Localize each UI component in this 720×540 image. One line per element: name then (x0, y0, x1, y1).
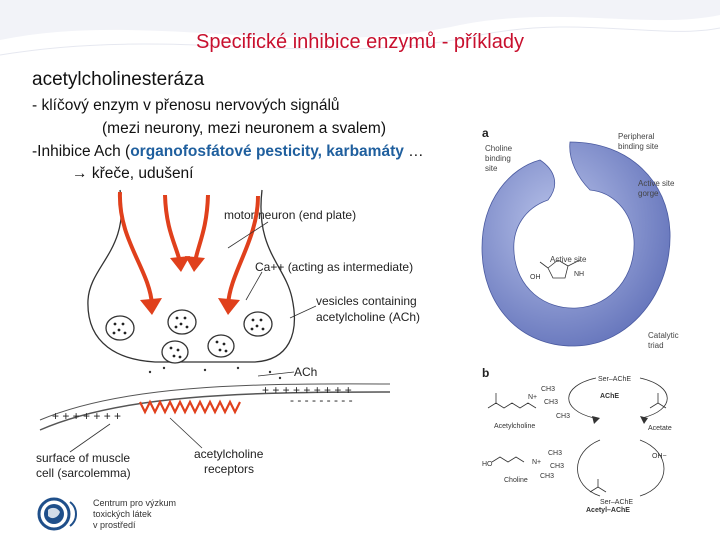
catalytic-label-1: Catalytic (648, 331, 679, 340)
signal-arrow-right-icon (226, 195, 260, 306)
ser-ache-label: Ser–AChE (598, 376, 631, 383)
ache-protein-shape (481, 141, 671, 347)
n-plus-label-2: N+ (532, 459, 541, 466)
logo-line-1: Centrum pro výzkum (93, 498, 177, 508)
motor-neuron-label: motor neuron (end plate) (224, 208, 356, 222)
nh-label: NH (574, 271, 584, 278)
receptors-label-1: acetylcholine (194, 447, 264, 461)
n-plus-label: N+ (528, 394, 537, 401)
arrow-right-icon: → (72, 165, 92, 182)
receptor-zigzag (139, 399, 241, 415)
text-line-3: -Inhibice Ach (organofosfátové pesticity… (32, 143, 424, 161)
recetox-logo-icon (37, 497, 77, 531)
vesicle (105, 309, 273, 364)
charges-left: + + + + + + + (52, 409, 121, 423)
signal-arrow-mid-left-icon (163, 194, 182, 263)
acetate-label: Acetate (648, 425, 672, 432)
signal-arrow-left-icon (117, 191, 154, 306)
surface-label-1: surface of muscle (36, 451, 130, 465)
logo-text: Centrum pro výzkum toxických látek v pro… (93, 498, 176, 531)
ser-ache-label-2: Ser–AChE (600, 499, 633, 506)
ho-label: HO (482, 461, 493, 468)
acetylcholine-label: Acetylcholine (494, 423, 535, 430)
ach-label: ACh (294, 365, 317, 379)
vesicles-label-2: acetylcholine (ACh) (316, 310, 420, 324)
charges-bottom: - - - - - - - - - (290, 393, 353, 407)
text-line-2: (mezi neurony, mezi neuronem a svalem) (102, 120, 386, 137)
choline-label: Choline (504, 477, 528, 484)
oh-minus-label: OH− (652, 453, 667, 460)
choline-site-label-2: binding (485, 154, 511, 163)
vesicles-label-1: vesicles containing (316, 294, 417, 308)
oh-label: OH (530, 274, 541, 281)
signal-arrow-mid-right-icon (193, 194, 210, 263)
receptors-label-2: receptors (204, 462, 254, 476)
ache-structure-figure: a - OH NH Active site Peripheral binding… (481, 126, 679, 514)
active-site-label: Active site (550, 255, 587, 264)
charges-top: + + + + + + + + + (262, 383, 352, 397)
ch3-c: CH3 (556, 413, 570, 420)
logo-line-2: toxických látek (93, 509, 152, 519)
gorge-label-1: Active site (638, 179, 675, 188)
peripheral-label-1: Peripheral (618, 132, 655, 141)
acetyl-ache-label: Acetyl–AChE (586, 507, 630, 514)
ch3-e: CH3 (550, 463, 564, 470)
choline-site-label-1: Choline (485, 144, 513, 153)
inhibitor-list: organofosfátové pesticity, karbamáty (130, 143, 404, 160)
inhibition-prefix: -Inhibice Ach ( (32, 143, 131, 160)
neuron-terminal-outline (87, 189, 296, 363)
catalytic-label-2: triad (648, 341, 664, 350)
text-line-4: → křeče, udušení (72, 165, 194, 183)
ache-label: AChE (600, 393, 619, 400)
peripheral-label-2: binding site (618, 142, 659, 151)
synapse-diagram: + + + + + + + + + + + + + + + + - - - - … (36, 189, 420, 480)
panel-b-label: b (482, 366, 489, 380)
background-wave (0, 0, 720, 56)
logo-line-3: v prostředí (93, 520, 136, 530)
calcium-label: Ca++ (acting as intermediate) (255, 260, 413, 274)
gorge-label-2: gorge (638, 189, 659, 198)
surface-label-2: cell (sarcolemma) (36, 466, 131, 480)
choline-site-label-3: site (485, 164, 498, 173)
ch3-a: CH3 (541, 386, 555, 393)
sarcolemma-membrane (39, 391, 391, 431)
enzyme-heading: acetylcholinesteráza (32, 69, 205, 90)
effect-text: křeče, udušení (91, 165, 194, 182)
text-line-1: - klíčový enzym v přenosu nervových sign… (32, 97, 340, 114)
ch3-f: CH3 (540, 473, 554, 480)
ch3-d: CH3 (548, 450, 562, 457)
page-title: Specifické inhibice enzymů - příklady (196, 31, 524, 53)
inhibition-suffix: … (403, 143, 424, 160)
panel-a-label: a (482, 126, 489, 140)
ch3-b: CH3 (544, 399, 558, 406)
